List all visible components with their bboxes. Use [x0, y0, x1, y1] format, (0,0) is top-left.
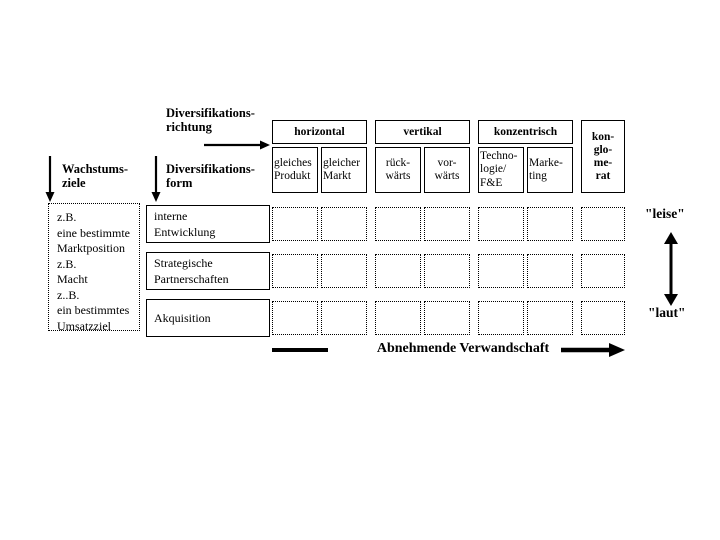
table-cell[interactable] — [478, 254, 524, 288]
header-group-vertikal[interactable]: vertikal — [375, 120, 470, 144]
table-cell[interactable] — [375, 254, 421, 288]
table-cell[interactable] — [527, 207, 573, 241]
table-cell[interactable] — [272, 254, 318, 288]
form-box-akquisition[interactable]: Akquisition — [146, 299, 270, 337]
table-cell[interactable] — [478, 301, 524, 335]
table-cell[interactable] — [321, 301, 367, 335]
line-segment-icon — [272, 348, 328, 352]
diversification-direction-axis-label: Diversifikations- richtung — [166, 106, 255, 134]
table-cell[interactable] — [375, 207, 421, 241]
table-cell[interactable] — [272, 207, 318, 241]
table-cell[interactable] — [375, 301, 421, 335]
table-cell[interactable] — [581, 254, 625, 288]
subheader-rueckwaerts[interactable]: rück- wärts — [375, 147, 421, 193]
table-cell[interactable] — [321, 207, 367, 241]
double-arrow-vertical-icon — [660, 232, 682, 311]
header-group-horizontal[interactable]: horizontal — [272, 120, 367, 144]
table-cell[interactable] — [424, 254, 470, 288]
header-group-konzentrisch[interactable]: konzentrisch — [478, 120, 573, 144]
volume-scale-top-label: "leise" — [645, 206, 685, 221]
diversification-form-axis-label: Diversifikations- form — [166, 162, 255, 190]
direction-arrow-icon — [204, 138, 270, 156]
header-group-konglomerat[interactable]: kon- glo- me- rat — [581, 120, 625, 193]
table-cell[interactable] — [424, 301, 470, 335]
subheader-gleicher-markt[interactable]: gleicher Markt — [321, 147, 367, 193]
table-cell[interactable] — [321, 254, 367, 288]
subheader-technologie-fue[interactable]: Techno- logie/ F&E — [478, 147, 524, 193]
diversification-form-arrow-icon — [150, 156, 162, 207]
table-cell[interactable] — [272, 301, 318, 335]
growth-goals-axis-label: Wachstums- ziele — [62, 162, 128, 190]
table-cell[interactable] — [478, 207, 524, 241]
table-cell[interactable] — [424, 207, 470, 241]
growth-goals-arrow-icon — [44, 156, 56, 207]
volume-scale-bottom-label: "laut" — [648, 305, 686, 320]
relation-arrow-icon — [561, 342, 625, 363]
subheader-gleiches-produkt[interactable]: gleiches Produkt — [272, 147, 318, 193]
bottom-axis-label: Abnehmende Verwandschaft — [376, 341, 550, 356]
form-box-interne-entwicklung[interactable]: interne Entwicklung — [146, 205, 270, 243]
form-box-strategische-partnerschaften[interactable]: Strategische Partnerschaften — [146, 252, 270, 290]
table-cell[interactable] — [527, 254, 573, 288]
table-cell[interactable] — [527, 301, 573, 335]
table-cell[interactable] — [581, 207, 625, 241]
subheader-marketing[interactable]: Marke- ting — [527, 147, 573, 193]
table-cell[interactable] — [581, 301, 625, 335]
growth-goals-box[interactable]: z.B. eine bestimmte Marktposition z.B. M… — [48, 203, 140, 333]
subheader-vorwaerts[interactable]: vor- wärts — [424, 147, 470, 193]
